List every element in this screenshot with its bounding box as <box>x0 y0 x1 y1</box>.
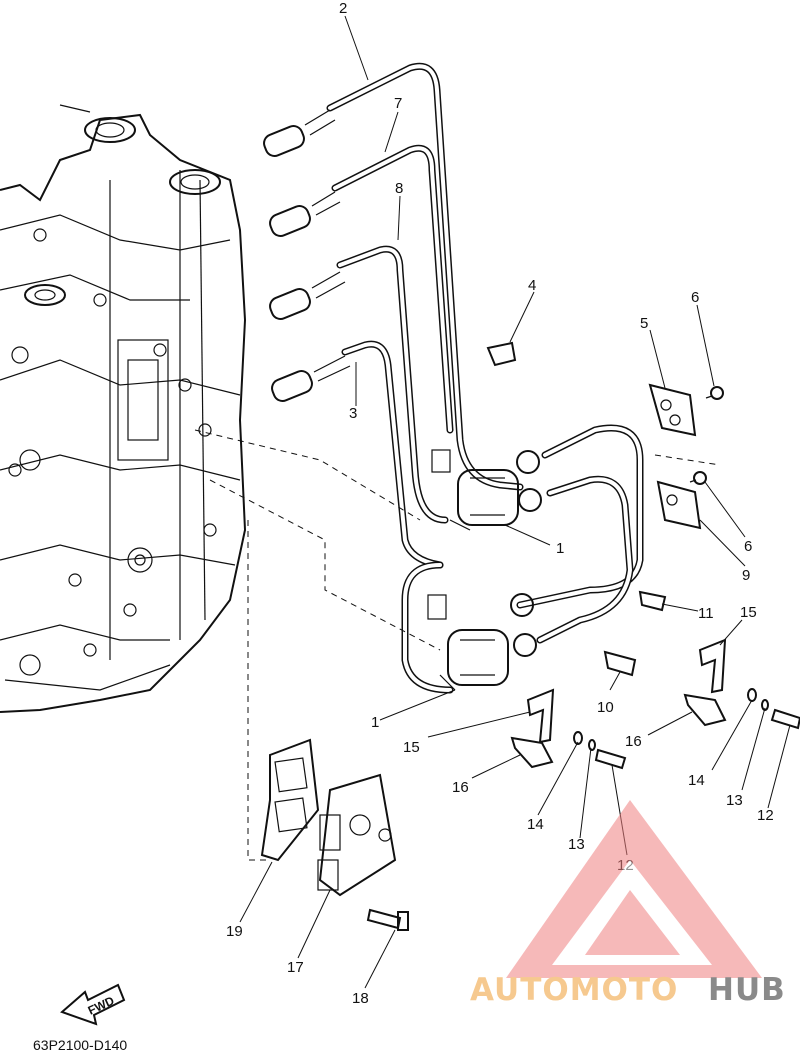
watermark: AUTOMOTO HUB <box>470 800 786 1008</box>
bolt-18 <box>366 908 409 931</box>
callout-6a: 6 <box>691 289 699 306</box>
holder-5 <box>648 383 697 437</box>
callout-1a: 1 <box>556 540 564 557</box>
bracket-15-right <box>698 638 727 694</box>
plug-caps <box>263 109 351 402</box>
bolt-6-upper <box>705 386 724 400</box>
callout-14b: 14 <box>527 816 544 833</box>
fastener-set-right <box>747 688 800 730</box>
callout-2: 2 <box>339 0 347 17</box>
clamp-11 <box>638 590 667 612</box>
callout-7: 7 <box>394 95 402 112</box>
callout-18: 18 <box>352 990 369 1007</box>
fastener-set-left <box>573 731 627 770</box>
callout-12a: 12 <box>757 807 774 824</box>
cdi-unit-17 <box>317 773 397 897</box>
callout-13b: 13 <box>568 836 585 853</box>
insulator-16-right <box>683 693 727 727</box>
callout-13a: 13 <box>726 792 743 809</box>
assembly-lines <box>194 429 721 861</box>
callout-15a: 15 <box>740 604 757 621</box>
callout-11: 11 <box>698 605 714 622</box>
clamp-4 <box>486 341 517 367</box>
callout-16b: 16 <box>452 779 469 796</box>
watermark-word-dark: HUB <box>708 972 786 1008</box>
callout-5: 5 <box>640 315 648 332</box>
leader-lines <box>239 15 791 989</box>
callout-17: 17 <box>287 959 304 976</box>
callout-19: 19 <box>226 923 243 940</box>
callout-1b: 1 <box>371 714 379 731</box>
ignition-coil-upper <box>431 449 542 531</box>
bolt-6-lower <box>689 471 707 485</box>
callout-4: 4 <box>528 277 536 294</box>
callout-8: 8 <box>395 180 403 197</box>
ignition-coil-lower <box>427 593 537 691</box>
callouts: 2 7 8 4 3 5 6 6 9 1 1 11 15 15 10 16 16 … <box>226 0 774 1007</box>
callout-14a: 14 <box>688 772 705 789</box>
callout-15b: 15 <box>403 739 420 756</box>
gasket-19 <box>260 738 320 862</box>
fwd-label: FWD <box>86 993 117 1017</box>
watermark-logo <box>506 800 762 978</box>
plug-cap-2 <box>269 191 341 237</box>
insulator-16-left <box>510 736 554 769</box>
callout-3: 3 <box>349 405 357 422</box>
clamp-10 <box>603 650 637 677</box>
holder-9 <box>656 480 702 530</box>
fwd-arrow: FWD <box>60 983 126 1026</box>
diagram-code: 63P2100-D140 <box>33 1037 127 1053</box>
plug-cap-4 <box>271 355 351 402</box>
callout-9: 9 <box>742 567 750 584</box>
engine-block <box>0 104 247 713</box>
bracket-15-left <box>526 688 555 744</box>
plug-cap-3 <box>269 271 346 320</box>
callout-16a: 16 <box>625 733 642 750</box>
callout-6b: 6 <box>744 538 752 555</box>
callout-10: 10 <box>597 699 614 716</box>
watermark-word-light: AUTOMOTO <box>470 972 678 1008</box>
high-tension-cords <box>326 62 644 694</box>
plug-cap-1 <box>263 109 336 157</box>
